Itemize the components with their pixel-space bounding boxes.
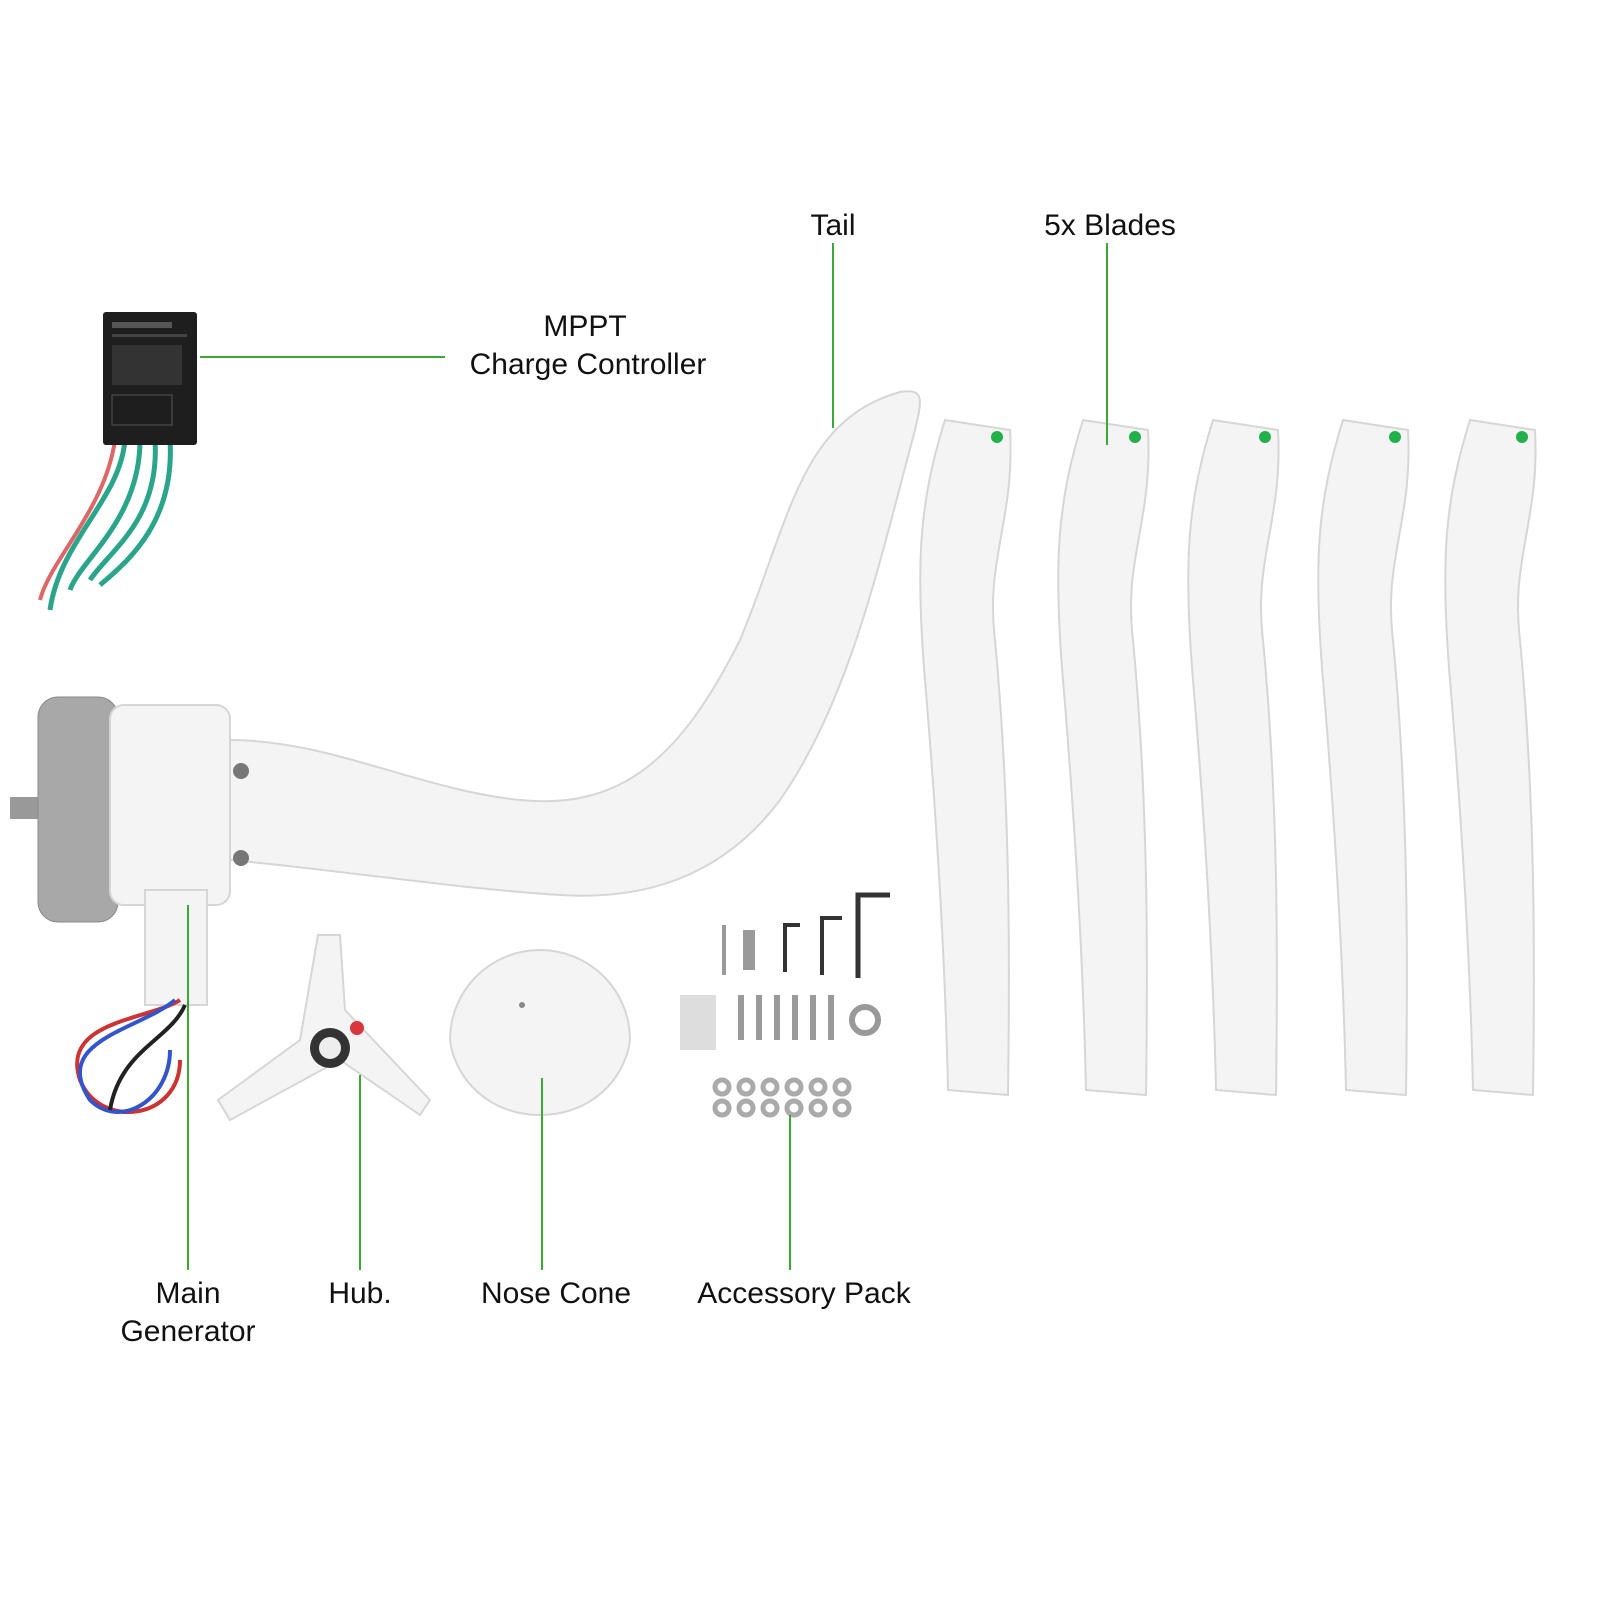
blade-marker-dot [1259, 431, 1271, 443]
generator-label-line2: Generator [120, 1315, 255, 1348]
controller-label-line2: Charge Controller [470, 348, 707, 381]
blade-image [919, 418, 1012, 1097]
tail-image [229, 390, 921, 897]
nose-cone-image [448, 949, 632, 1117]
accessory-pack-image [680, 892, 890, 1118]
blades-label: 5x Blades [1044, 209, 1176, 242]
tail-label: Tail [810, 209, 855, 242]
hub-marker [350, 1021, 364, 1035]
blade-marker-dot [1129, 431, 1141, 443]
nose-cone-label: Nose Cone [481, 1277, 631, 1310]
blade-image [1444, 418, 1537, 1097]
blade-marker-dot [1389, 431, 1401, 443]
blade-marker-dot [991, 431, 1003, 443]
controller-label-line1: MPPT [543, 310, 626, 343]
blades-group [919, 418, 1537, 1097]
blade-marker-dot [1516, 431, 1528, 443]
blade-image [1187, 418, 1280, 1097]
main-generator-image [10, 696, 249, 1115]
blade-image [1317, 418, 1410, 1097]
accessory-pack-label: Accessory Pack [697, 1277, 911, 1310]
blade-image [1057, 418, 1150, 1097]
generator-label-line1: Main [155, 1277, 220, 1310]
charge-controller-image [38, 312, 197, 611]
hub-image [216, 934, 432, 1122]
hub-label: Hub. [328, 1277, 391, 1310]
